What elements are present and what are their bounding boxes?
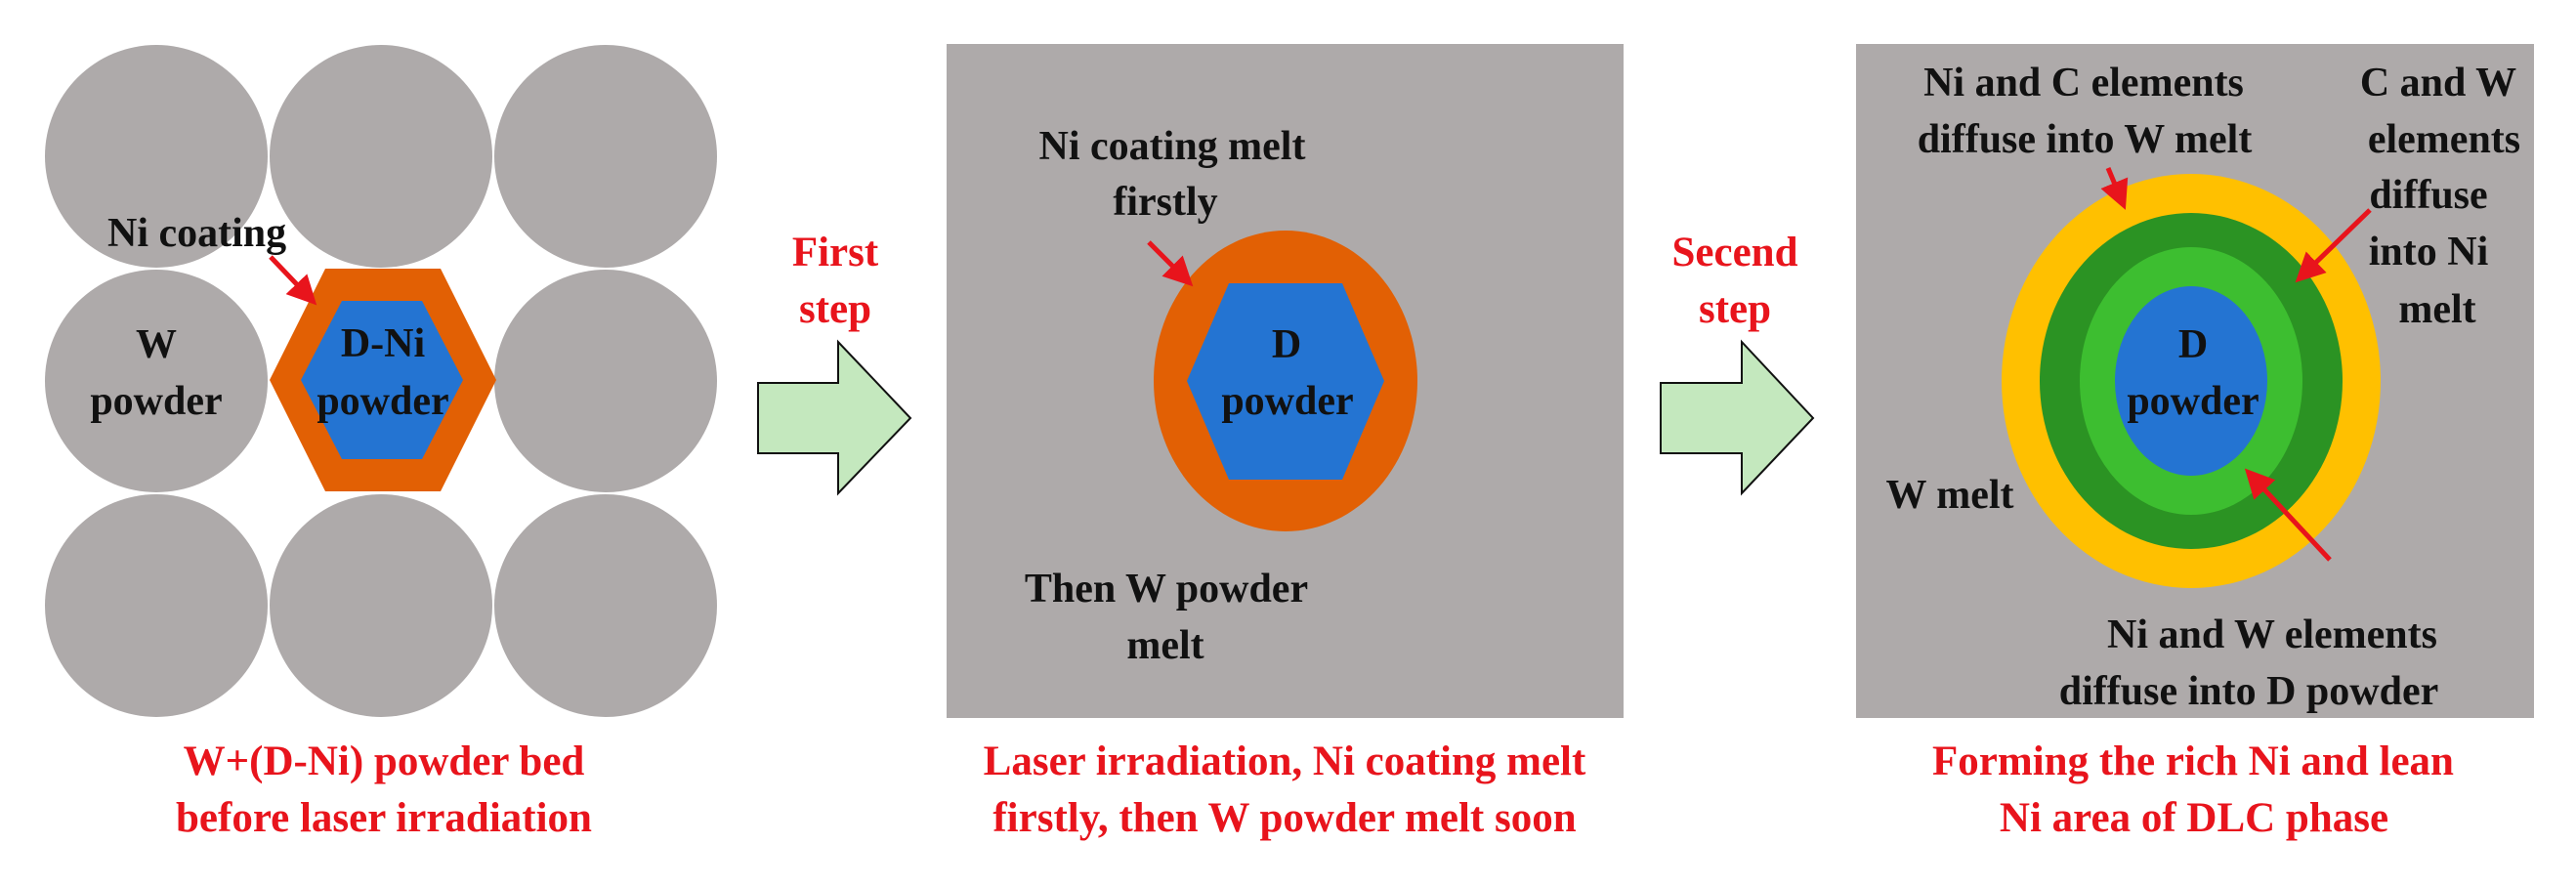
w-powder-particle (494, 270, 717, 492)
nic-diffuse-label-line1: Ni and C elements (1923, 61, 2244, 105)
d-powder-core (2115, 286, 2267, 476)
w-powder-particle (494, 494, 717, 717)
w-melt-label: W melt (1885, 473, 2013, 518)
first-step-arrow: First step (757, 230, 912, 496)
d-powder-hexagon (301, 301, 463, 459)
panel2-caption-line2: firstly, then W powder melt soon (992, 795, 1576, 841)
niw-diffuse-pointer (2244, 468, 2332, 562)
panel1-caption-line2: before laser irradiation (176, 795, 592, 841)
niw-diffuse-label-line2: diffuse into D powder (2059, 669, 2439, 714)
cw-diffuse-label-line3: diffuse (2369, 173, 2487, 218)
d-powder-hexagon (1187, 283, 1384, 480)
second-step-arrow: Secend step (1660, 230, 1815, 496)
cw-diffuse-label-line5: melt (2398, 287, 2475, 332)
first-step-label-line2: step (799, 286, 871, 332)
second-step-label-line1: Secend (1672, 230, 1798, 275)
first-step-label-line1: First (792, 230, 879, 275)
d-powder-label-line1: D (1272, 322, 1301, 367)
w-powder-label-line1: W (136, 322, 177, 367)
ni-melt-pointer (1147, 240, 1194, 287)
ni-coating-pointer (269, 255, 317, 306)
dni-powder-label-line2: powder (317, 379, 448, 424)
panel3-caption-line1: Forming the rich Ni and lean (1932, 738, 2454, 784)
niw-diffuse-label-line1: Ni and W elements (2107, 612, 2437, 657)
second-step-label-line2: step (1699, 286, 1771, 332)
right-arrow-icon (757, 339, 912, 496)
w-powder-particle (494, 45, 717, 268)
ni-melt-label-line2: firstly (1113, 180, 1217, 225)
dni-powder-label-line1: D-Ni (341, 321, 426, 366)
w-powder-particle (270, 494, 492, 717)
right-arrow-icon (1660, 339, 1815, 496)
cw-diffuse-label-line1: C and W (2360, 61, 2516, 105)
ni-melt-label-line1: Ni coating melt (1039, 124, 1306, 169)
then-w-melt-label-line2: melt (1126, 623, 1204, 668)
then-w-melt-label-line1: Then W powder (1025, 567, 1308, 612)
w-powder-particle (270, 45, 492, 268)
w-powder-label-line2: powder (90, 379, 222, 424)
w-powder-particle (45, 270, 268, 492)
ni-coating-label: Ni coating (107, 211, 286, 256)
panel3-caption-line2: Ni area of DLC phase (2000, 795, 2388, 841)
d-powder-label-line2: powder (2127, 379, 2259, 424)
w-powder-particle (45, 45, 268, 268)
panel-powder-bed: Ni coating W powder D-Ni powder W+(D-Ni)… (45, 45, 717, 841)
nic-diffuse-pointer (2100, 167, 2129, 210)
nic-diffuse-label-line2: diffuse into W melt (1918, 117, 2253, 162)
panel-diffusion: Ni and C elements diffuse into W melt C … (1856, 44, 2534, 841)
panel-first-melt: Ni coating melt firstly D powder Then W … (947, 44, 1624, 841)
w-powder-particle (45, 494, 268, 717)
panel1-caption-line1: W+(D-Ni) powder bed (184, 738, 585, 784)
panel2-caption-line1: Laser irradiation, Ni coating melt (984, 738, 1586, 784)
d-powder-label-line1: D (2178, 322, 2208, 367)
cw-diffuse-label-line2: elements (2368, 117, 2520, 162)
d-powder-label-line2: powder (1221, 379, 1353, 424)
cw-diffuse-label-line4: into Ni (2369, 230, 2489, 274)
cw-diffuse-pointer (2295, 208, 2372, 283)
